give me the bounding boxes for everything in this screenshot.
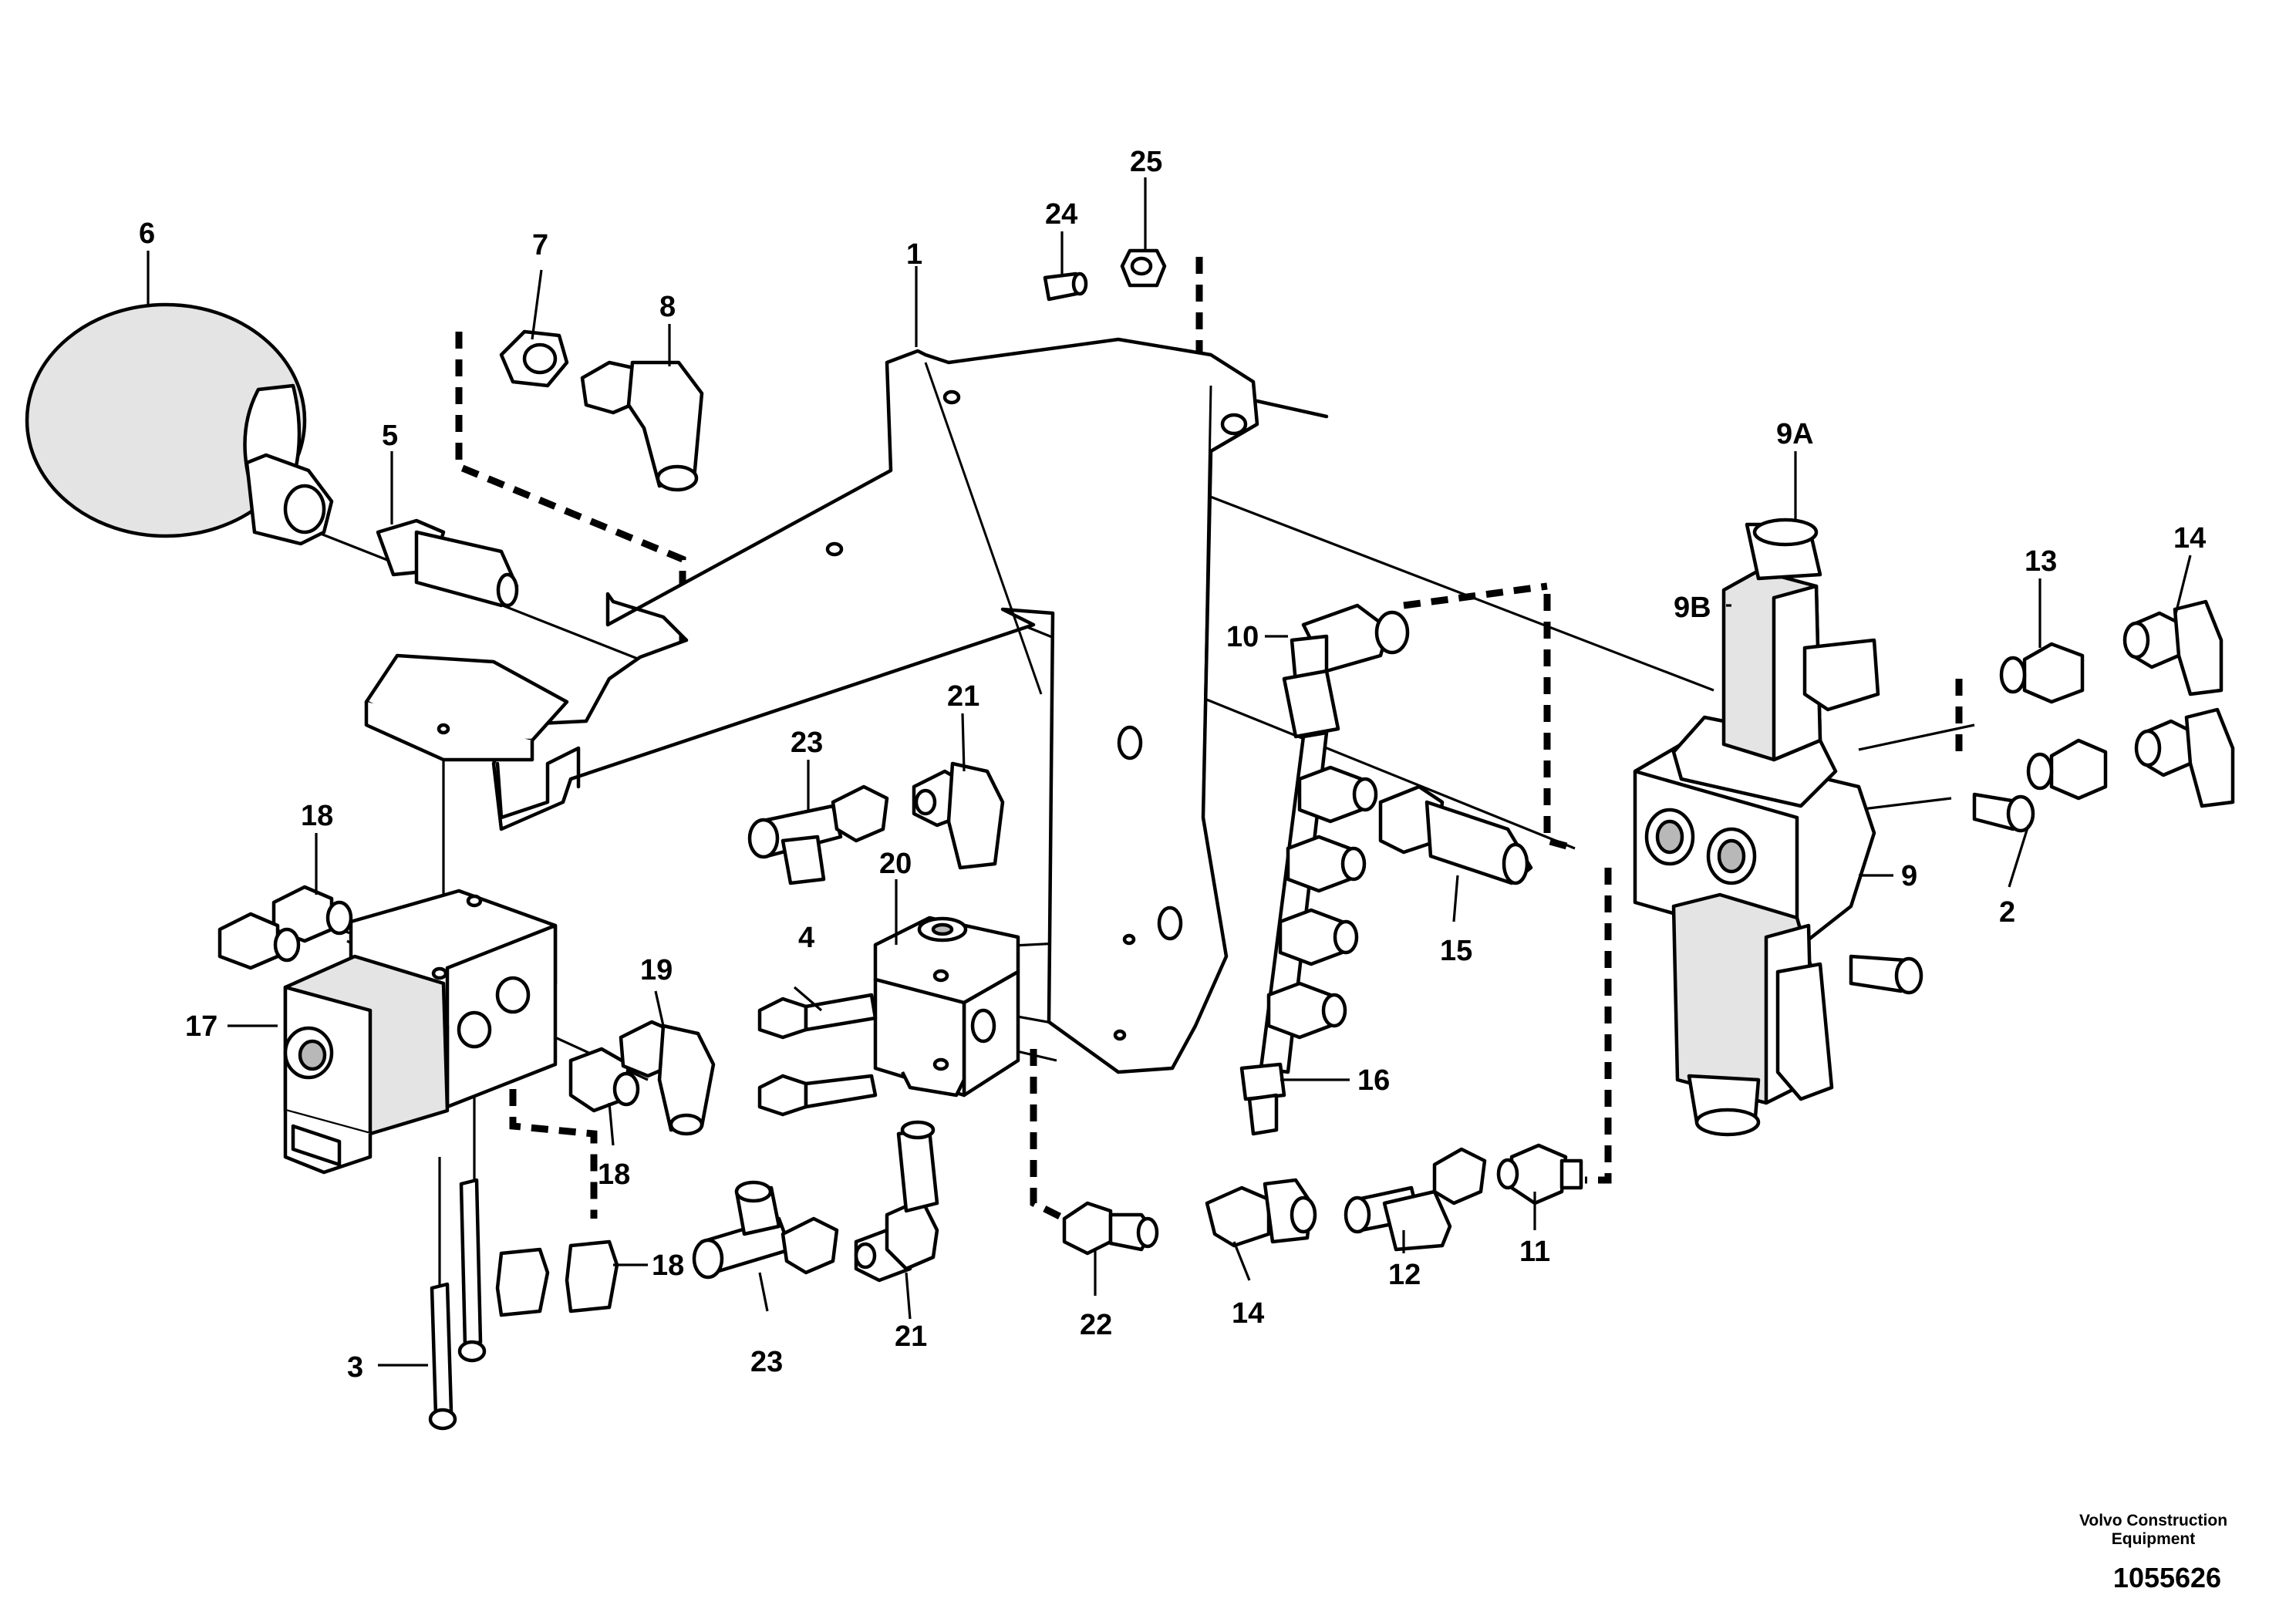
tee-12 [1344, 1147, 1487, 1252]
bolt-4-lower [757, 1074, 878, 1117]
callout-18-lower: 18 [652, 1249, 684, 1282]
fitting-11 [1496, 1143, 1583, 1206]
tee-23-upper [747, 784, 889, 885]
callout-16: 16 [1357, 1064, 1390, 1097]
callout-3: 3 [347, 1351, 363, 1384]
elbow-21-lower [854, 1120, 939, 1283]
accumulator [25, 302, 334, 546]
callout-leaders [147, 177, 2192, 1367]
elbow-21-upper [912, 761, 1005, 870]
elbow-19 [619, 1020, 716, 1136]
callout-9a: 9A [1776, 418, 1814, 450]
elbow-14-bottom [1205, 1178, 1317, 1248]
fitting-18-upper [217, 885, 353, 970]
callout-22: 22 [1080, 1309, 1112, 1341]
fitting-5 [376, 518, 519, 608]
callout-19: 19 [640, 954, 673, 986]
callout-9: 9 [1901, 860, 1917, 892]
callout-15: 15 [1440, 935, 1472, 967]
nut-7 [499, 329, 569, 388]
callout-6: 6 [139, 218, 155, 250]
callout-2: 2 [1999, 896, 2015, 929]
brand-line-1: Volvo Construction [2079, 1512, 2227, 1529]
solenoid-valve-17 [283, 889, 558, 1175]
callout-5: 5 [382, 420, 398, 452]
valve-block-20 [873, 916, 1020, 1098]
callout-24: 24 [1045, 198, 1077, 231]
callout-4: 4 [798, 922, 814, 954]
bolt-4-upper [757, 993, 878, 1040]
callout-21-lower: 21 [895, 1320, 927, 1353]
elbow-8 [580, 360, 704, 492]
footer: Volvo Construction Equipment 1055626 [2079, 1512, 2227, 1593]
callout-13: 13 [2025, 545, 2057, 578]
callout-25: 25 [1130, 146, 1162, 178]
set-screw-24 [1043, 271, 1088, 302]
callout-10: 10 [1226, 621, 1259, 653]
fitting-13 [1999, 642, 2108, 801]
elbow-14-right [2134, 707, 2235, 808]
callout-9b: 9B [1674, 592, 1711, 624]
callout-1: 1 [906, 238, 922, 271]
tee-23-lower [692, 1180, 839, 1280]
screw-2 [1849, 792, 2035, 995]
fitting-18-mid [568, 1047, 640, 1113]
manifold-16 [1239, 603, 1410, 1136]
bolt-3 [428, 1178, 487, 1431]
mounting-plate [364, 653, 569, 762]
fitting-22 [1062, 1201, 1159, 1256]
callout-20: 20 [879, 848, 912, 880]
fitting-18-lower [495, 1239, 619, 1317]
callout-17: 17 [185, 1010, 217, 1043]
callout-18-mid: 18 [598, 1158, 630, 1191]
callout-7: 7 [532, 229, 548, 261]
elbow-14-upper [2122, 599, 2224, 696]
fitting-15 [1378, 784, 1533, 885]
callout-14-lower: 14 [1232, 1297, 1264, 1330]
mounting-bracket [491, 337, 1329, 1074]
nut-25 [1120, 248, 1167, 288]
callout-14-upper: 14 [2173, 522, 2206, 555]
callout-8: 8 [659, 291, 676, 323]
callout-23-upper: 23 [791, 727, 823, 759]
callout-11: 11 [1519, 1236, 1550, 1268]
callout-12: 12 [1388, 1259, 1421, 1291]
callout-21-upper: 21 [947, 680, 979, 713]
directional-valve-9 [1633, 518, 1880, 1137]
callout-18-upper: 18 [301, 800, 333, 832]
callout-23-lower: 23 [750, 1346, 783, 1378]
brand-line-2: Equipment [2112, 1530, 2196, 1548]
callout-labels: 1 2 3 4 5 6 7 8 9 9A 9B 10 11 12 13 14 1… [139, 146, 2206, 1384]
reference-number: 1055626 [2113, 1562, 2221, 1593]
